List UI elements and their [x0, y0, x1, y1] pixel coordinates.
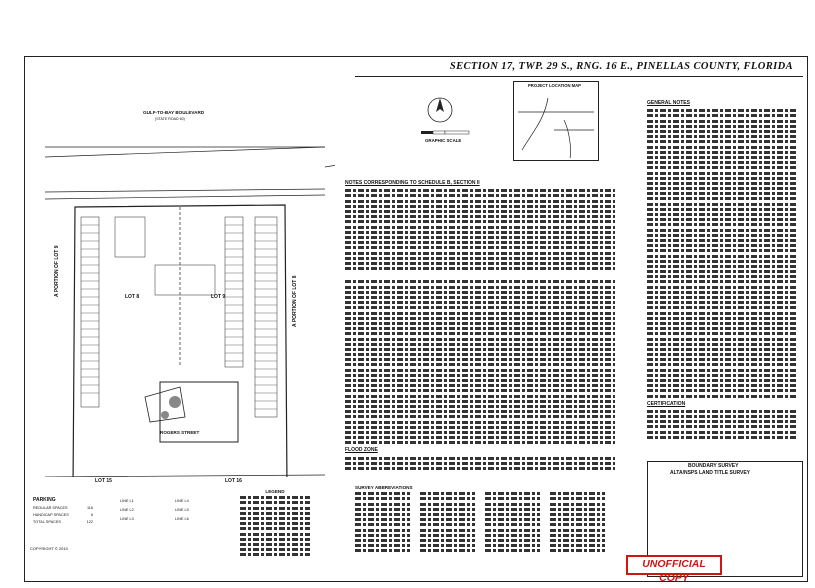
schedule-b-notes: NOTES CORRESPONDING TO SCHEDULE B, SECTI…	[345, 177, 615, 472]
portion-left-label: A PORTION OF LOT 9	[54, 245, 60, 297]
line-table-col1: LINE L1 LINE L2 LINE L3	[120, 499, 134, 521]
road-north-label: GULF-TO-BAY BOULEVARD	[143, 110, 205, 115]
copyright-notice: COPYRIGHT © 2019	[30, 546, 68, 551]
general-notes: GENERAL NOTES CERTIFICATION	[647, 97, 797, 441]
unofficial-copy-stamp: UNOFFICIAL COPY	[626, 555, 722, 584]
road-north-sub-label: (STATE ROAD 60)	[155, 117, 185, 121]
lot-center-right-label: LOT 9	[211, 294, 226, 300]
location-map-title: PROJECT LOCATION MAP	[528, 83, 581, 88]
legend-title: LEGEND	[265, 489, 285, 494]
sheet-header-title: SECTION 17, TWP. 29 S., RNG. 16 E., PINE…	[449, 61, 793, 72]
general-notes-title: GENERAL NOTES	[647, 100, 690, 106]
certification-title: CERTIFICATION	[647, 400, 686, 407]
north-arrow-icon	[427, 97, 453, 123]
graphic-scale-bar	[421, 130, 470, 135]
road-south-label: ROGERS STREET	[160, 430, 200, 435]
graphic-scale-label: GRAPHIC SCALE	[425, 138, 462, 143]
parking-title: PARKING	[33, 497, 56, 503]
flood-zone-title: FLOOD ZONE	[345, 447, 378, 454]
title-block-survey-type: BOUNDARY SURVEY	[688, 463, 739, 469]
site-plan-drawing	[44, 146, 335, 477]
lot-center-left-label: LOT 8	[125, 294, 140, 300]
abbreviations-title: SURVEY ABBREVIATIONS	[355, 485, 413, 490]
lot-left-label: LOT 15	[95, 478, 112, 484]
portion-right-label: A PORTION OF LOT 8	[292, 275, 298, 327]
header-rule	[355, 76, 803, 77]
legend: LEGEND	[240, 489, 310, 558]
schedule-b-title: NOTES CORRESPONDING TO SCHEDULE B, SECTI…	[345, 180, 480, 186]
survey-sheet: SECTION 17, TWP. 29 S., RNG. 16 E., PINE…	[24, 56, 808, 582]
abbreviations: SURVEY ABBREVIATIONS	[355, 485, 605, 554]
title-block: BOUNDARY SURVEY ALTA/NSPS LAND TITLE SUR…	[647, 461, 803, 577]
title-block-title: ALTA/NSPS LAND TITLE SURVEY	[670, 470, 751, 476]
location-map-roads	[518, 97, 594, 159]
lot-right-label: LOT 16	[225, 478, 242, 484]
location-map: PROJECT LOCATION MAP	[513, 81, 599, 161]
line-table-col2: LINE L4 LINE L5 LINE L6	[175, 499, 189, 521]
